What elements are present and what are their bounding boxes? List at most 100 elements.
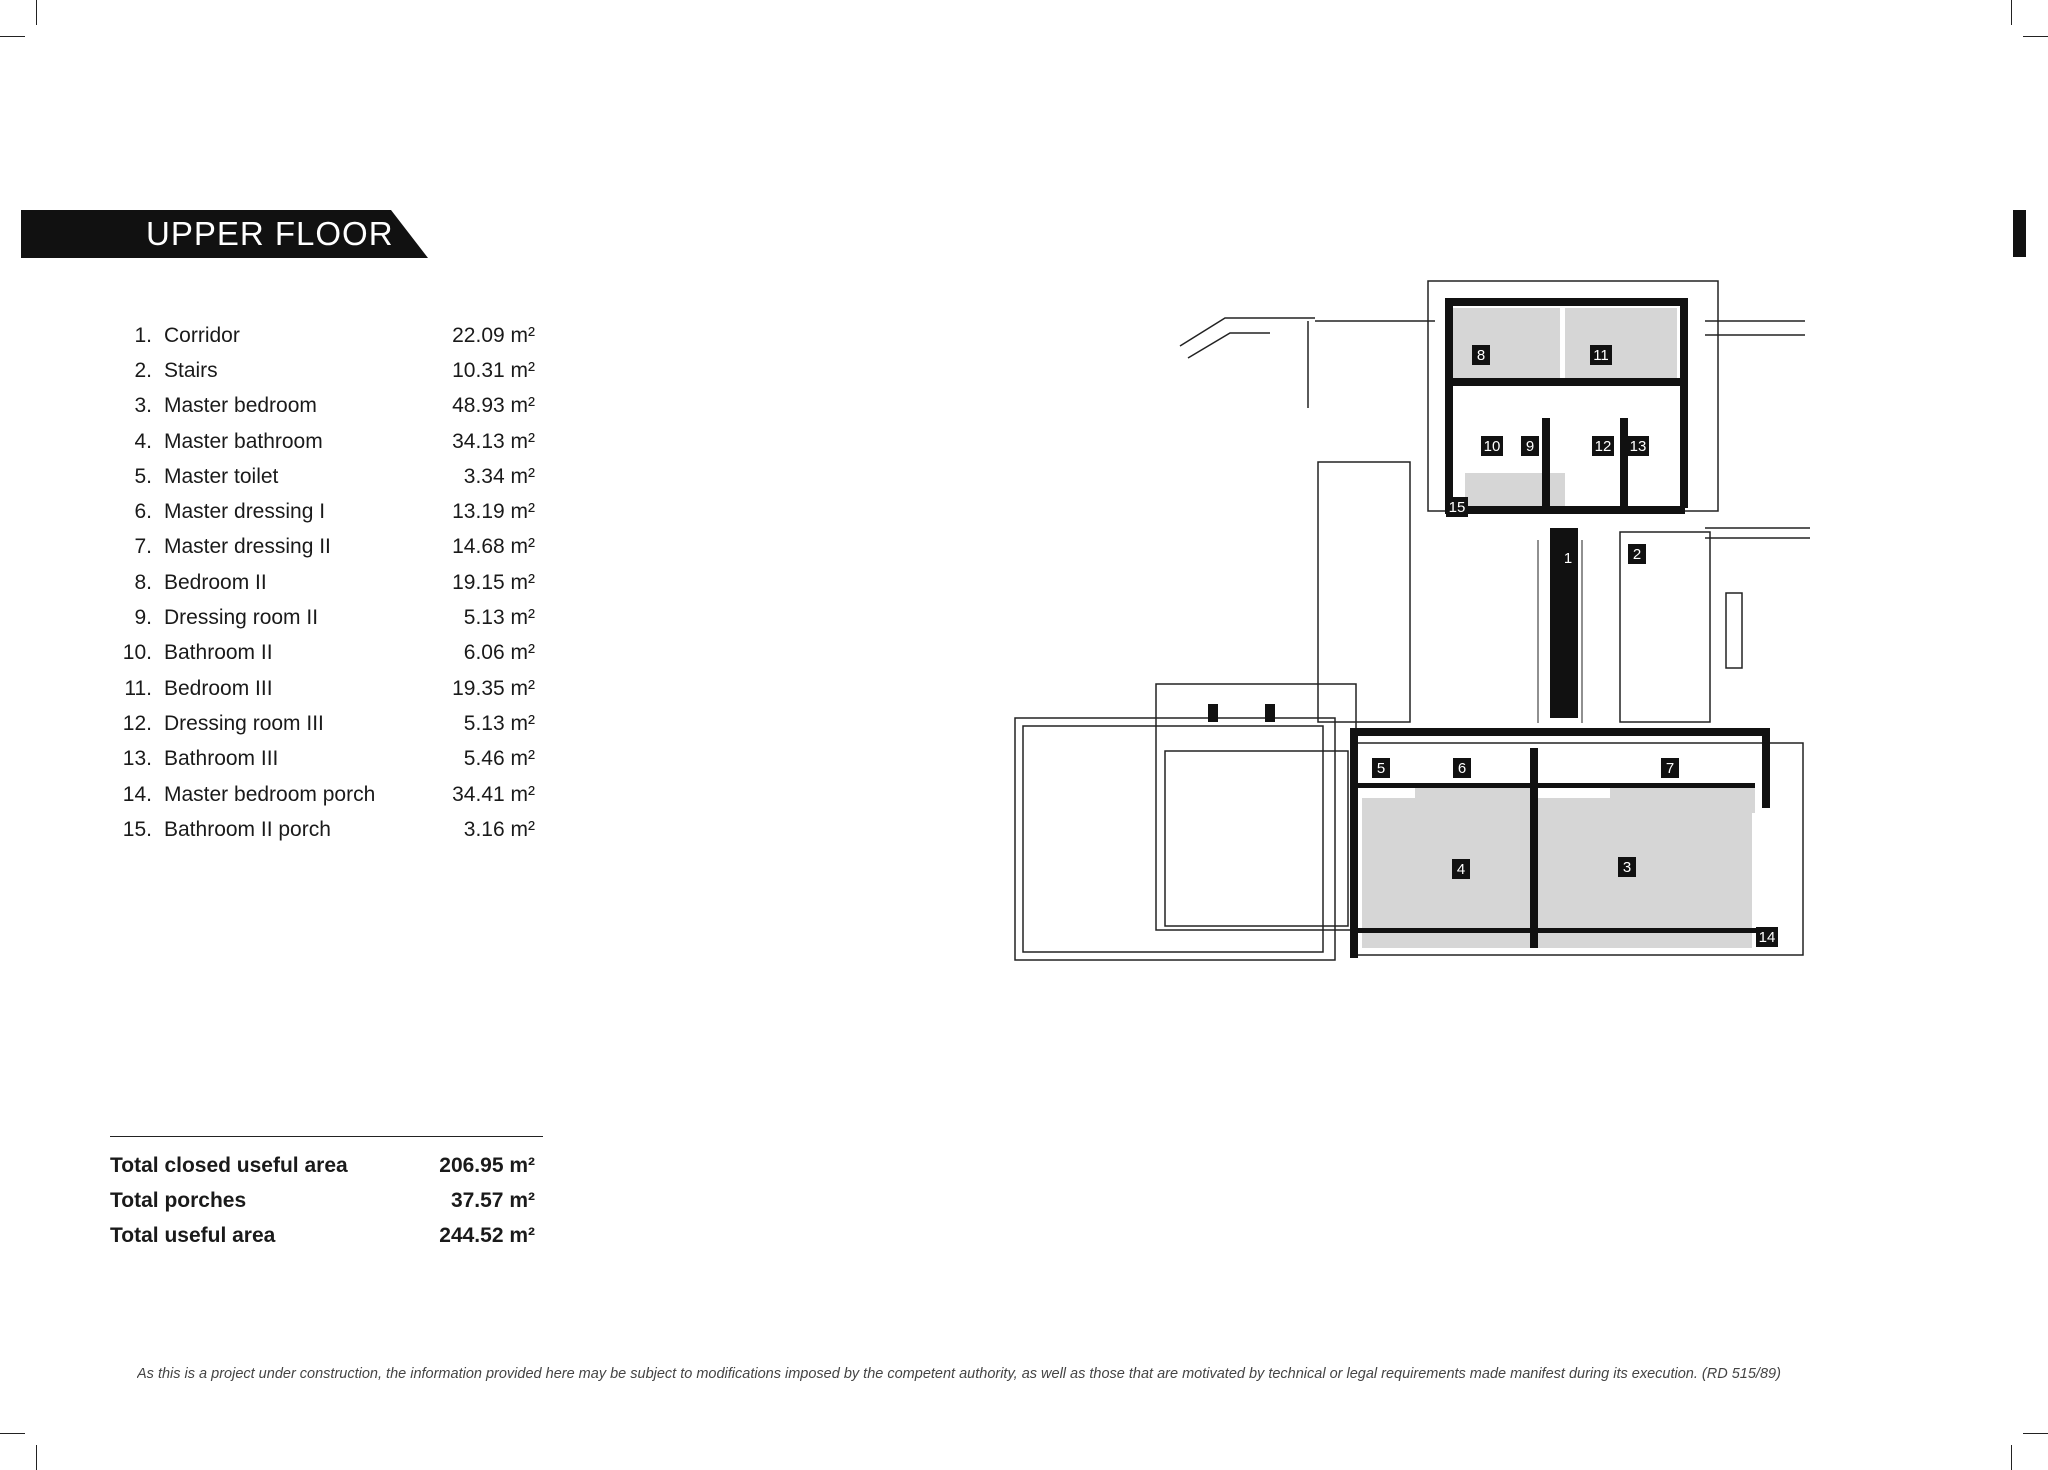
stairs-hatch [1537, 540, 1583, 723]
plan-label: 12 [1595, 438, 1612, 455]
disclaimer: As this is a project under construction,… [137, 1366, 1781, 1382]
plan-label: 7 [1666, 760, 1674, 777]
page-title: UPPER FLOOR [146, 215, 394, 252]
room-area: 19.15 m² [452, 570, 535, 594]
crop-mark [2023, 36, 2048, 37]
plan-label-box [1521, 436, 1539, 456]
crop-mark [2011, 0, 2012, 25]
room-name: Master dressing I [164, 500, 326, 524]
total-row: Total useful area 244.52 m² [110, 1219, 535, 1254]
room-number: 11. [124, 676, 152, 700]
plan-label: 6 [1458, 760, 1466, 777]
totals-divider [110, 1136, 543, 1137]
plan-label-box [1628, 544, 1646, 564]
room-name: Master toilet [164, 464, 279, 488]
plan-label-box [1453, 758, 1471, 778]
plan-label: 8 [1477, 347, 1485, 364]
room-row: 6. Master dressing I 13.19 m² [110, 494, 535, 529]
plan-label-box [1627, 436, 1649, 456]
plan-label: 10 [1484, 438, 1501, 455]
room-area: 5.46 m² [463, 747, 535, 771]
total-area: 206.95 m² [439, 1153, 535, 1177]
room-number: 6. [134, 500, 152, 524]
room-number: 7. [134, 535, 152, 559]
room-area: 5.13 m² [463, 606, 535, 630]
plan-label-box [1452, 859, 1470, 879]
crop-mark [0, 1433, 25, 1434]
total-area: 244.52 m² [439, 1224, 535, 1248]
room-area: 13.19 m² [452, 500, 535, 524]
plan-label-box [1756, 927, 1778, 947]
crop-mark [0, 36, 25, 37]
plan-label-box [1661, 758, 1679, 778]
plan-label: 14 [1759, 929, 1776, 946]
room-number: 3. [134, 394, 152, 418]
room-number: 12. [122, 711, 152, 735]
room-area: 48.93 m² [452, 394, 535, 418]
room-number: 4. [134, 429, 152, 453]
crop-mark [2023, 1433, 2048, 1434]
plan-label-box [1472, 345, 1490, 365]
total-row: Total closed useful area 206.95 m² [110, 1148, 535, 1183]
room-number: 9. [134, 606, 152, 630]
crop-mark [36, 1445, 37, 1470]
plan-label: 5 [1377, 760, 1385, 777]
room-row: 14. Master bedroom porch 34.41 m² [110, 777, 535, 812]
room-number: 5. [134, 464, 152, 488]
room-area: 34.41 m² [452, 782, 535, 806]
room-area: 34.13 m² [452, 429, 535, 453]
total-name: Total porches [110, 1188, 247, 1212]
room-name: Bathroom III [164, 747, 279, 771]
room-number: 13. [122, 747, 152, 771]
room-area: 14.68 m² [452, 535, 535, 559]
plan-label: 13 [1630, 438, 1647, 455]
room-name: Master bathroom [164, 429, 323, 453]
room-number: 15. [122, 817, 152, 841]
room-name: Master bedroom porch [164, 782, 376, 806]
plan-label: 2 [1633, 546, 1641, 563]
room-number: 8. [134, 570, 152, 594]
total-name: Total useful area [110, 1224, 276, 1248]
plan-label: 3 [1623, 859, 1631, 876]
room-name: Bedroom II [164, 570, 267, 594]
crop-mark [2011, 1445, 2012, 1470]
room-area: 10.31 m² [452, 358, 535, 382]
page-tab-marker [2013, 210, 2026, 257]
room-name: Corridor [164, 323, 240, 347]
total-area: 37.57 m² [450, 1188, 535, 1212]
plan-label-box [1372, 758, 1390, 778]
plan-label-box [1559, 548, 1577, 568]
crop-mark [36, 0, 37, 25]
plan-label: 1 [1564, 550, 1572, 567]
plan-label: 9 [1526, 438, 1534, 455]
room-area: 6.06 m² [463, 641, 535, 665]
section-banner: UPPER FLOOR [21, 210, 428, 258]
room-name: Bathroom II porch [164, 817, 331, 841]
room-row: 8. Bedroom II 19.15 m² [110, 565, 535, 600]
room-row: 3. Master bedroom 48.93 m² [110, 389, 535, 424]
room-name: Dressing room III [164, 711, 324, 735]
plan-label-box [1592, 436, 1614, 456]
plan-label: 4 [1457, 861, 1465, 878]
room-name: Stairs [164, 358, 218, 382]
total-row: Total porches 37.57 m² [110, 1183, 535, 1218]
room-name: Bathroom II [164, 641, 273, 665]
room-area: 22.09 m² [452, 323, 535, 347]
room-number: 14. [122, 782, 152, 806]
room-row: 4. Master bathroom 34.13 m² [110, 424, 535, 459]
room-name: Master bedroom [164, 394, 317, 418]
plan-label-box [1618, 857, 1636, 877]
total-name: Total closed useful area [110, 1153, 348, 1177]
room-number: 1. [134, 323, 152, 347]
totals-list: Total closed useful area 206.95 m² Total p… [110, 1148, 535, 1254]
